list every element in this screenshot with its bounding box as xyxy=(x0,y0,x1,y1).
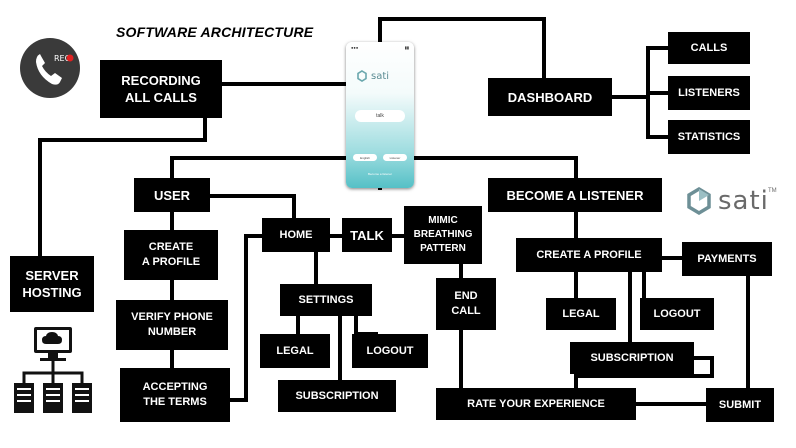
logout-listener-box: LOGOUT xyxy=(640,298,714,330)
rec-badge-label: REC xyxy=(54,54,71,63)
server-network-icon xyxy=(10,325,96,415)
phone-option-left: English xyxy=(353,154,377,161)
sati-logo-trademark: TM xyxy=(768,188,777,194)
phone-footer-link: Become a listener xyxy=(367,172,392,176)
dashboard-box: DASHBOARD xyxy=(488,78,612,116)
subscription-listener-box: SUBSCRIPTION xyxy=(570,342,694,374)
legal-listener-box: LEGAL xyxy=(546,298,616,330)
server-hosting-box: SERVER HOSTING xyxy=(10,256,94,312)
subscription-user-box: SUBSCRIPTION xyxy=(278,380,396,412)
sati-mark-icon xyxy=(357,70,367,82)
end-call-box: END CALL xyxy=(436,278,496,330)
listeners-box: LISTENERS xyxy=(668,76,750,110)
phone-talk-button: talk xyxy=(355,110,405,122)
legal-user-box: LEGAL xyxy=(260,334,330,368)
statistics-box: STATISTICS xyxy=(668,120,750,154)
sati-logo-icon: sati TM xyxy=(684,186,777,216)
recording-all-calls-box: RECORDING ALL CALLS xyxy=(100,60,222,118)
calls-box: CALLS xyxy=(668,32,750,64)
mimic-breathing-box: MIMIC BREATHING PATTERN xyxy=(404,206,482,264)
payments-box: PAYMENTS xyxy=(682,242,772,276)
submit-box: SUBMIT xyxy=(706,388,774,422)
sati-logo-text: sati xyxy=(718,186,769,216)
create-profile-user-box: CREATE A PROFILE xyxy=(124,230,218,280)
sati-hexagon-icon xyxy=(687,186,711,216)
phone-logo: sati xyxy=(356,70,389,82)
create-profile-listener-box: CREATE A PROFILE xyxy=(516,238,662,272)
phone-brand-label: sati xyxy=(371,70,390,82)
user-box: USER xyxy=(134,178,210,212)
logout-user-box: LOGOUT xyxy=(352,334,428,368)
home-box: HOME xyxy=(262,218,330,252)
rate-experience-box: RATE YOUR EXPERIENCE xyxy=(436,388,636,420)
accepting-terms-box: ACCEPTING THE TERMS xyxy=(120,368,230,422)
talk-box: TALK xyxy=(342,218,392,252)
phone-mockup: ●●●▮▮ sati talk English Listener Become … xyxy=(346,42,414,188)
become-listener-box: BECOME A LISTENER xyxy=(488,178,662,212)
settings-box: SETTINGS xyxy=(280,284,372,316)
diagram-title: SOFTWARE ARCHITECTURE xyxy=(116,24,314,40)
phone-status-bar: ●●●▮▮ xyxy=(351,45,409,50)
verify-phone-box: VERIFY PHONE NUMBER xyxy=(116,300,228,350)
phone-recording-icon: REC xyxy=(18,36,82,100)
phone-option-right: Listener xyxy=(383,154,407,161)
